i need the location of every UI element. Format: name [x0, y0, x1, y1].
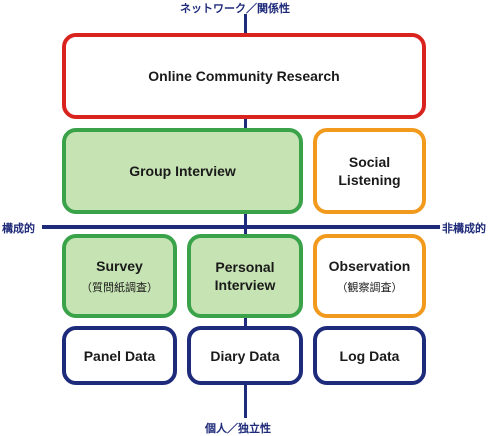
survey-box: Survey （質問紙調査）: [62, 234, 177, 318]
log-data-box: Log Data: [313, 326, 426, 385]
log-data-label: Log Data: [339, 347, 400, 364]
personal-interview-line2: Interview: [214, 277, 276, 293]
diary-data-label: Diary Data: [210, 347, 280, 364]
vertical-axis: [244, 14, 247, 418]
online-community-research-box: Online Community Research: [62, 33, 426, 119]
panel-data-label: Panel Data: [83, 347, 156, 364]
personal-interview-box: Personal Interview: [187, 234, 303, 318]
observation-label: Observation: [328, 258, 411, 274]
personal-interview-line1: Personal: [215, 259, 275, 275]
axis-label-top: ネットワーク／関係性: [180, 3, 290, 15]
panel-data-box: Panel Data: [62, 326, 177, 385]
social-listening-box: Social Listening: [313, 128, 426, 214]
observation-box: Observation （観察調査）: [313, 234, 426, 318]
diary-data-box: Diary Data: [187, 326, 303, 385]
online-community-research-label: Online Community Research: [148, 68, 340, 84]
social-listening-line2: Listening: [338, 172, 401, 188]
social-listening-line1: Social: [348, 154, 391, 170]
group-interview-label: Group Interview: [129, 163, 236, 179]
horizontal-axis: [42, 225, 440, 229]
survey-label: Survey: [96, 258, 143, 274]
axis-label-bottom: 個人／独立性: [205, 423, 271, 435]
survey-sublabel: （質問紙調査）: [81, 282, 158, 294]
axis-label-right: 非構成的: [442, 223, 486, 235]
observation-sublabel: （観察調査）: [336, 282, 403, 294]
axis-label-left: 構成的: [2, 223, 35, 235]
group-interview-box: Group Interview: [62, 128, 303, 214]
